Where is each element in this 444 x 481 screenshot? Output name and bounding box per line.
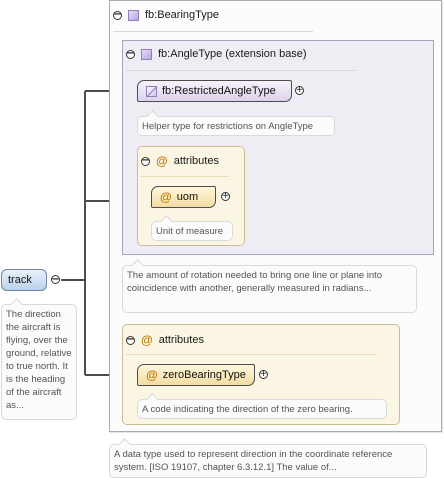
at-sign-icon: @ (160, 190, 172, 204)
track-doc-text: The direction the aircraft is flying, ov… (6, 309, 72, 411)
bearing-type-doc: A data type used to represent direction … (109, 444, 427, 478)
divider (141, 176, 229, 177)
divider (126, 354, 376, 355)
restricted-angle-type-node[interactable]: fb:RestrictedAngleType (137, 80, 292, 102)
angle-type-title: fb:AngleType (extension base) (158, 48, 307, 60)
bearing-attributes-header: − @ attributes (126, 333, 204, 347)
divider (126, 70, 356, 71)
track-label: track (8, 274, 32, 286)
complex-type-icon (128, 9, 139, 21)
zero-bearing-type-doc-text: A code indicating the direction of the z… (142, 404, 353, 415)
divider (113, 31, 313, 32)
uom-label: uom (176, 191, 199, 203)
simple-type-icon (146, 85, 157, 97)
minus-circle-icon[interactable]: − (113, 9, 122, 20)
angle-attributes-header: − @ attributes (141, 154, 219, 168)
angle-type-header: − fb:AngleType (extension base) (126, 48, 307, 60)
zero-bearing-type-doc: A code indicating the direction of the z… (137, 399, 387, 419)
at-sign-icon: @ (141, 333, 153, 347)
zero-bearing-type-node[interactable]: @ zeroBearingType (137, 364, 255, 386)
bearing-type-description: The amount of rotation needed to bring o… (122, 265, 417, 313)
minus-circle-icon[interactable]: − (126, 48, 135, 59)
track-doc: The direction the aircraft is flying, ov… (1, 304, 77, 420)
angle-attributes-title: attributes (173, 155, 219, 167)
plus-circle-icon[interactable]: + (295, 85, 304, 95)
bearing-type-header: − fb:BearingType (113, 9, 219, 21)
bearing-type-title: fb:BearingType (145, 9, 219, 21)
minus-circle-icon[interactable]: − (126, 334, 135, 345)
uom-doc: Unit of measure (151, 221, 233, 241)
restricted-angle-type-label: fb:RestrictedAngleType (162, 85, 276, 97)
restricted-angle-type-doc-text: Helper type for restrictions on AngleTyp… (142, 121, 314, 132)
uom-attribute-node[interactable]: @ uom (151, 186, 216, 208)
uom-doc-text: Unit of measure (156, 226, 224, 237)
zero-bearing-type-label: zeroBearingType (162, 369, 246, 381)
restricted-angle-type-doc: Helper type for restrictions on AngleTyp… (137, 116, 335, 136)
track-element-node[interactable]: track (1, 269, 47, 291)
at-sign-icon: @ (156, 154, 168, 168)
minus-circle-icon[interactable]: − (51, 273, 60, 285)
plus-circle-icon[interactable]: + (259, 369, 268, 379)
plus-circle-icon[interactable]: + (221, 191, 230, 201)
complex-type-icon (141, 48, 152, 60)
bearing-type-description-text: The amount of rotation needed to bring o… (127, 270, 383, 294)
bearing-attributes-title: attributes (158, 334, 204, 346)
at-sign-icon: @ (146, 368, 158, 382)
bearing-type-doc-text: A data type used to represent direction … (114, 449, 393, 473)
minus-circle-icon[interactable]: − (141, 155, 150, 166)
